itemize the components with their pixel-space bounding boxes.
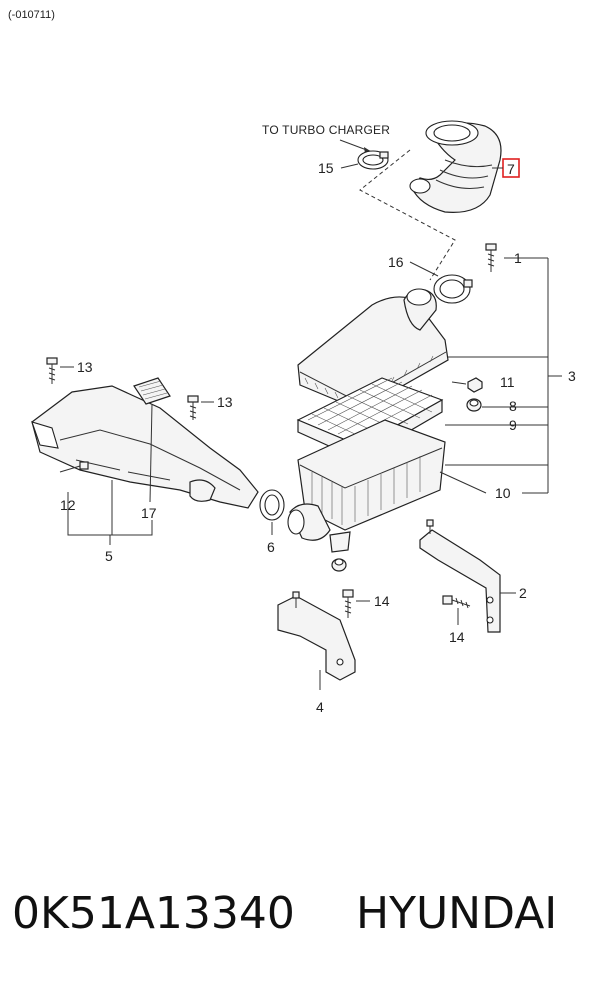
callout-5: 5	[105, 548, 113, 564]
grommet-part-8	[466, 398, 482, 412]
hose-clamp-upper	[357, 150, 389, 170]
intake-duct-part	[31, 385, 259, 509]
mount-grommet	[331, 558, 347, 572]
right-bracket-part	[419, 519, 501, 633]
callout-10: 10	[495, 485, 511, 501]
intake-hose-part	[409, 120, 502, 213]
callout-3: 3	[568, 368, 576, 384]
callout-14a: 14	[374, 593, 390, 609]
callout-7: 7	[507, 161, 515, 177]
callout-12: 12	[60, 497, 76, 513]
hose-clamp-lower	[433, 274, 473, 304]
callout-4: 4	[316, 699, 324, 715]
label-plate-part	[133, 377, 171, 405]
callout-11: 11	[500, 374, 515, 390]
nut-part-11	[467, 377, 483, 393]
callout-9: 9	[509, 417, 517, 433]
callout-14b: 14	[449, 629, 465, 645]
catalog-code: (-010711)	[8, 9, 55, 21]
bolt-part-14-left	[342, 589, 354, 618]
brand-name: HYUNDAI	[356, 888, 557, 939]
bolt-part-12	[59, 461, 89, 473]
inlet-clamp	[259, 489, 285, 521]
bolt-part-1	[485, 243, 497, 272]
callout-1: 1	[514, 250, 522, 266]
lower-bracket-part	[277, 591, 356, 681]
bolt-part-14-right	[442, 595, 471, 609]
callout-6: 6	[267, 539, 275, 555]
callout-16: 16	[388, 254, 404, 270]
callout-13b: 13	[217, 394, 233, 410]
part-number: 0K51A13340	[12, 888, 295, 939]
bolt-part-13-left	[46, 357, 58, 384]
callout-15: 15	[318, 160, 334, 176]
air-cleaner-cover	[297, 288, 449, 411]
air-cleaner-lower-housing	[287, 419, 446, 553]
callout-17: 17	[141, 505, 157, 521]
callout-13a: 13	[77, 359, 93, 375]
bolt-part-13-right	[187, 395, 199, 420]
callout-8: 8	[509, 398, 517, 414]
turbo-note: TO TURBO CHARGER	[262, 123, 390, 137]
callout-2: 2	[519, 585, 527, 601]
